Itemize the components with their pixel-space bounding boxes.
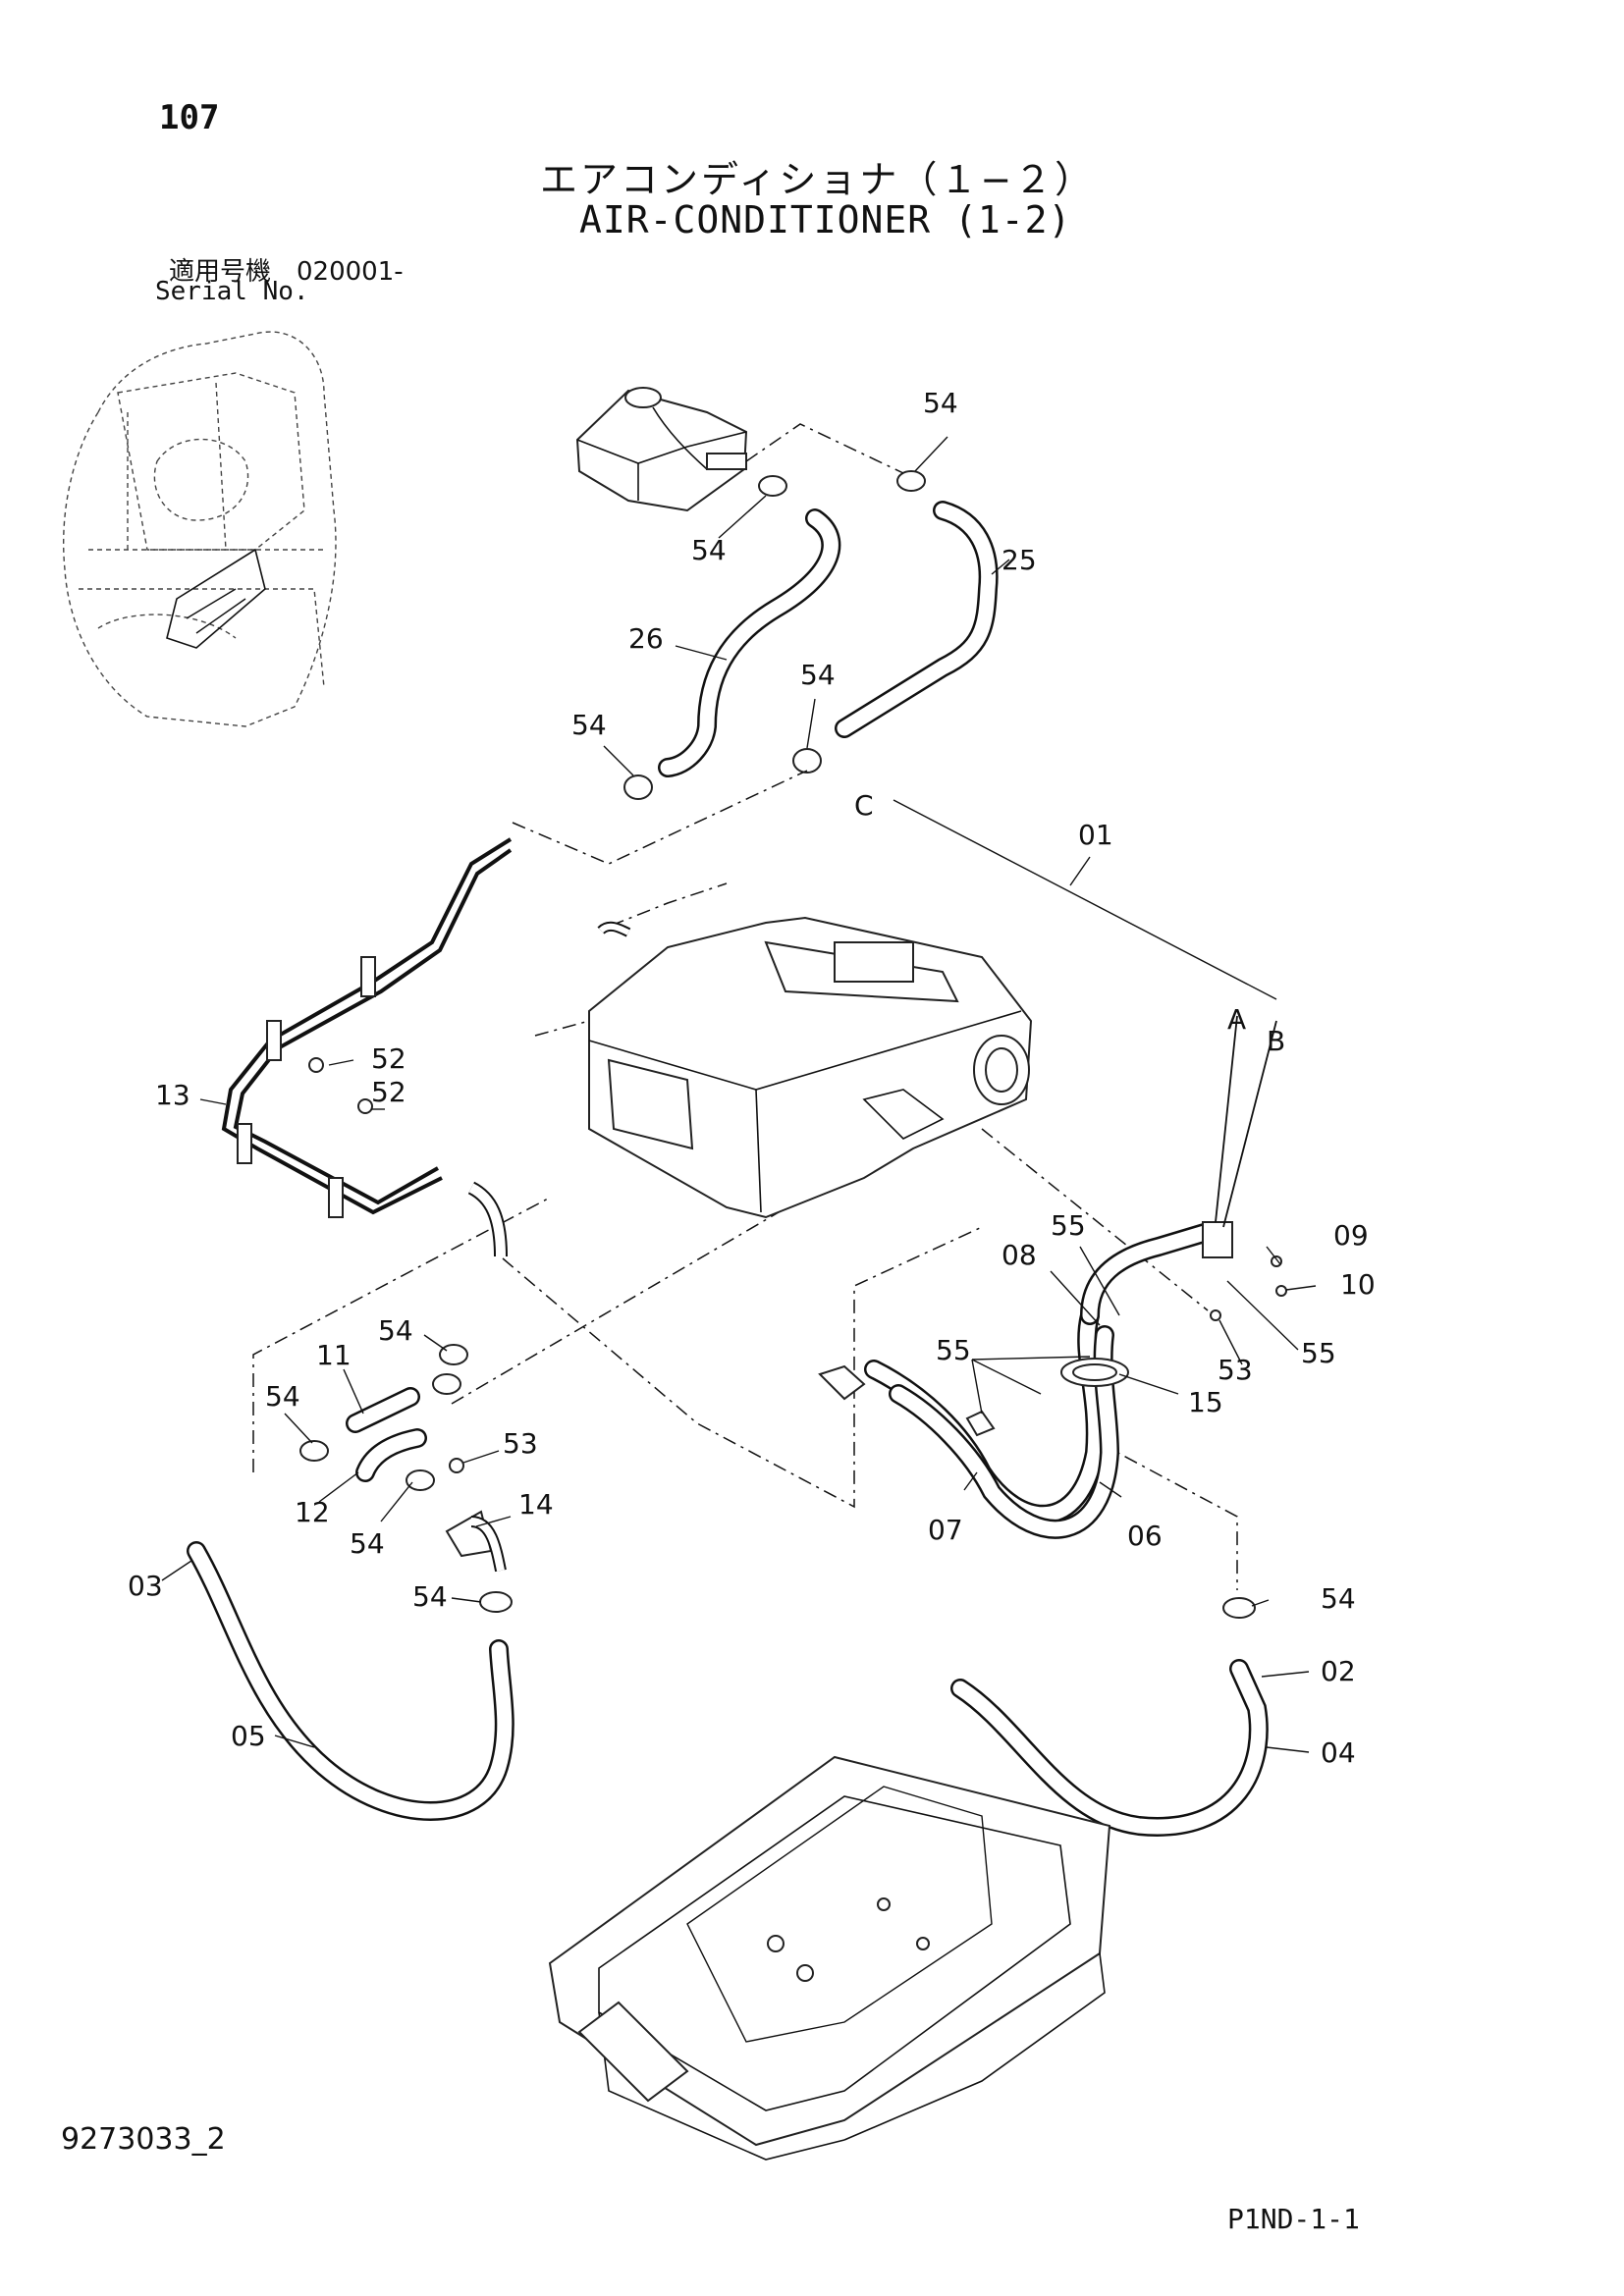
callout-52: 52 [371,1076,406,1108]
callout-52: 52 [371,1042,406,1075]
callout-09: 09 [1333,1219,1369,1252]
serial-label-japanese: 適用号機 020001- [169,257,404,287]
callout-02: 02 [1321,1655,1356,1687]
callout-13: 13 [155,1079,190,1111]
callout-54: 54 [378,1314,413,1347]
control-unit [575,387,748,512]
callout-15: 15 [1188,1386,1223,1418]
callout-leaders [161,436,1317,1753]
callout-labels: 54 54 25 26 54 54 C 01 A B 13 52 52 55 0… [128,387,1376,1769]
callout-08: 08 [1001,1239,1037,1271]
page-reference: P1ND-1-1 [1227,2203,1360,2235]
callout-55: 55 [1301,1337,1336,1369]
callout-05: 05 [231,1720,266,1752]
hose-05 [187,1541,514,1821]
title-english: AIR-CONDITIONER (1-2) [579,198,1072,241]
callout-55: 55 [1051,1209,1086,1242]
callout-54: 54 [923,387,958,419]
hose-26 [658,508,841,777]
callout-53: 53 [503,1427,538,1460]
callout-54: 54 [412,1580,448,1613]
callout-04: 04 [1321,1736,1356,1769]
hose-11-and-fittings [299,1057,1256,1619]
hose-clamps-upper [623,470,926,800]
callout-54: 54 [265,1380,300,1413]
callout-14: 14 [518,1488,554,1521]
pipe-13 [221,837,513,1257]
assembly-leader-lines [252,423,1238,1590]
callout-C: C [854,789,874,822]
callout-53: 53 [1218,1354,1253,1386]
callout-54: 54 [350,1527,385,1560]
callout-54: 54 [1321,1582,1356,1615]
air-conditioner-unit [588,916,1033,1219]
pipes-06-07-08 [818,1015,1287,1539]
floor-plate [548,1755,1111,2161]
callout-55: 55 [936,1334,971,1366]
callout-12: 12 [295,1496,330,1528]
document-code: 9273033_2 [61,2122,226,2157]
callout-01: 01 [1078,819,1113,851]
callout-A: A [1227,1003,1246,1036]
callout-54: 54 [691,534,727,566]
page-number: 107 [159,98,220,137]
callout-25: 25 [1001,544,1037,576]
callout-B: B [1267,1025,1285,1057]
machine-locator-sketch [62,331,337,727]
serial-label-english: Serial No. [155,277,309,306]
callout-26: 26 [628,622,664,655]
callout-06: 06 [1127,1520,1163,1552]
callout-54: 54 [800,659,836,691]
callout-54: 54 [571,709,607,741]
hose-04 [950,1659,1269,1837]
callout-03: 03 [128,1570,163,1602]
callout-07: 07 [928,1514,963,1546]
callout-10: 10 [1340,1268,1376,1301]
callout-11: 11 [316,1339,352,1371]
hose-25 [835,501,999,738]
title-japanese: エアコンディショナ（１−２） [540,158,1096,201]
